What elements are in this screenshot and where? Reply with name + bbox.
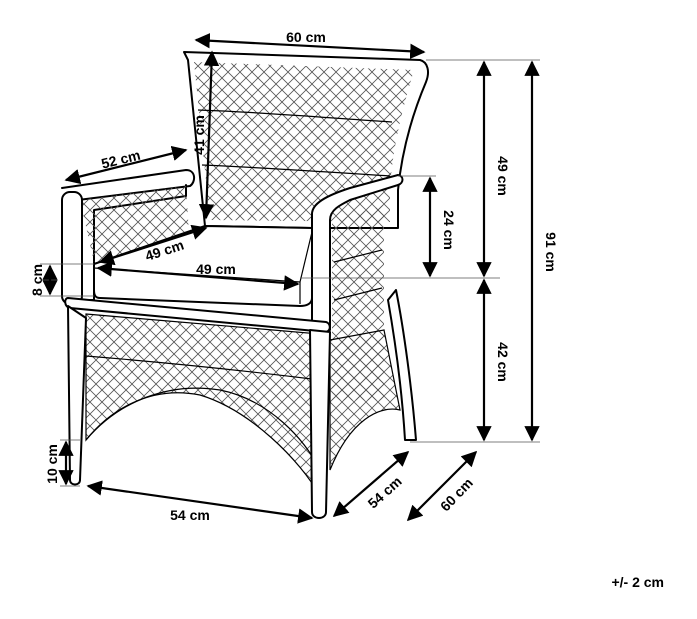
front-right-leg <box>309 329 331 519</box>
dim-arrow-front-width <box>86 480 314 524</box>
label-cushion: 8 cm <box>29 264 45 296</box>
front-left-leg <box>67 305 87 486</box>
label-armrest-height: 24 cm <box>441 210 457 250</box>
dim-arrow-width-top <box>194 33 426 59</box>
right-armrest <box>311 174 404 331</box>
label-total-depth: 60 cm <box>437 475 476 515</box>
rear-leg <box>387 289 417 441</box>
label-backrest-height: 41 cm <box>191 115 207 155</box>
dim-arrow-backrest-height <box>198 50 220 220</box>
label-armrest-length: 52 cm <box>100 147 142 172</box>
label-leg-height: 10 cm <box>44 444 60 484</box>
label-total-height: 91 cm <box>543 232 559 272</box>
dim-arrow-seat-depth <box>98 224 208 266</box>
front-panel-weave <box>85 313 321 499</box>
dim-arrow-seat-width <box>96 261 300 291</box>
label-back-upper: 49 cm <box>495 156 511 196</box>
label-seat-height: 42 cm <box>495 342 511 382</box>
dim-arrow-total-depth <box>406 450 478 522</box>
label-seat-width: 49 cm <box>196 261 236 277</box>
dim-arrow-armrest-length <box>64 145 188 185</box>
dimension-arrows <box>42 33 540 524</box>
guide-lines <box>40 59 540 487</box>
backrest-weave <box>194 62 414 222</box>
label-width-top: 60 cm <box>286 29 326 45</box>
dim-arrow-side-depth <box>332 450 410 518</box>
tolerance-note: +/- 2 cm <box>611 574 664 590</box>
chair-drawing <box>61 51 429 519</box>
label-front-width: 54 cm <box>170 507 210 523</box>
label-side-depth: 54 cm <box>365 473 405 511</box>
